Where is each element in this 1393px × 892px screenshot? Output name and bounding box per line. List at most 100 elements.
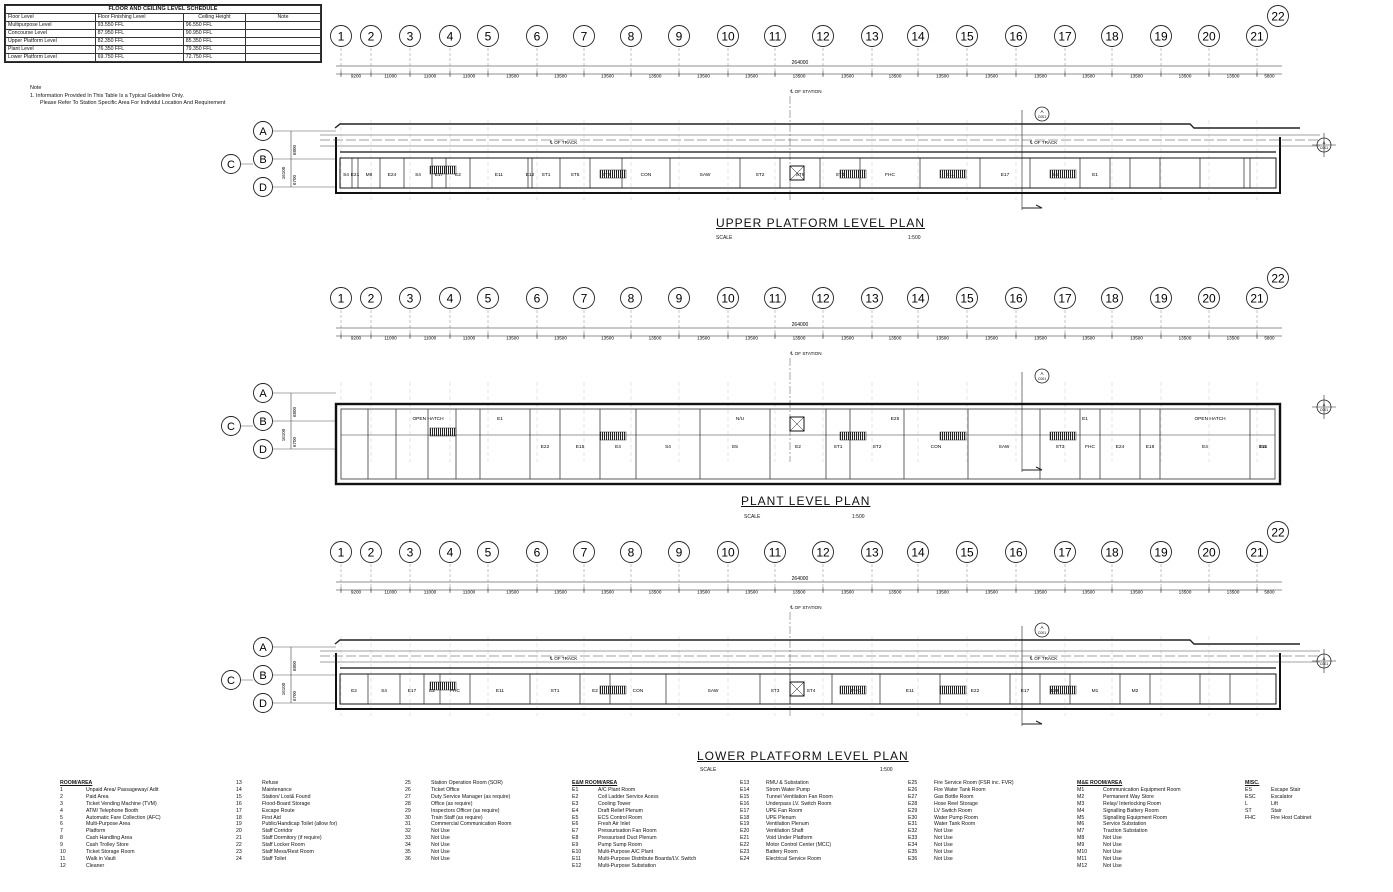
floor-level-schedule: FLOOR AND CEILING LEVEL SCHEDULE Floor L… (4, 4, 322, 63)
legend-label: Fire Service Room (FSR inc. FVR) (934, 780, 1014, 786)
grid-label: 1 (338, 30, 345, 44)
grid-bubble (439, 541, 461, 563)
legend-label: Maintenance (262, 786, 292, 793)
legend-label: Signalling Battery Room (1103, 807, 1159, 814)
rooms-band (339, 157, 1277, 189)
grid-label: 21 (1250, 546, 1264, 560)
legend-code: E9 (572, 842, 579, 849)
room-label: M2 (1132, 688, 1139, 694)
grid-label: 12 (816, 546, 830, 560)
legend-code: M8 (1077, 835, 1085, 842)
legend-code: 13 (236, 780, 242, 786)
legend-heading: M&E ROOM/AREA (1077, 780, 1123, 786)
legend-code: 29 (405, 807, 411, 814)
room-label: ST3 (771, 688, 780, 694)
legend-label: Not Use (934, 855, 953, 862)
room-label: E11 (496, 688, 505, 694)
legend-label: Cooling Tower (598, 800, 631, 807)
grid-bubble (717, 25, 739, 47)
legend-code: E4 (572, 807, 579, 814)
grid-bubble (573, 287, 595, 309)
legend-label: Fire Host Cabinet (1271, 814, 1312, 821)
dimension-value: 13500 (745, 590, 758, 595)
legend-code: E22 (740, 842, 750, 849)
dimension-value: 13500 (697, 74, 710, 79)
room-label: E4 (1202, 444, 1208, 450)
grid-bubble (956, 541, 978, 563)
grid-bubble (1101, 287, 1123, 309)
dimension-value: 13500 (649, 336, 662, 341)
legend-code: E2 (572, 793, 579, 800)
grid-label: 13 (865, 30, 879, 44)
dimension-value: 5800 (1264, 590, 1275, 595)
legend-heading: MISC. (1245, 780, 1260, 786)
stair-hatch (939, 169, 967, 179)
grid-label: 20 (1202, 292, 1216, 306)
dimension-value: 11000 (384, 336, 397, 341)
stair-hatch (429, 165, 457, 175)
legend-label: ATM/ Telephone Booth (86, 807, 139, 814)
legend-label: Not Use (1103, 862, 1122, 869)
dimension-value: 13500 (745, 336, 758, 341)
plan-scale: 1:500 (852, 514, 865, 520)
legend-label: Walk in Vault (86, 855, 116, 862)
legend-label: Platform (86, 828, 106, 835)
stair-hatch (1049, 431, 1077, 441)
stair-hatch (1049, 685, 1077, 695)
legend-label: Not Use (1103, 842, 1122, 849)
side-dimension: 16100 (281, 428, 286, 441)
grid-bubble (253, 177, 273, 197)
legend-label: Public/Handicap Toilet (allow for) (262, 821, 338, 828)
legend-code: ST (1245, 807, 1252, 814)
room-label: E1 (497, 416, 503, 422)
legend-code: 28 (405, 800, 411, 807)
schedule-cell (245, 53, 321, 62)
grid-label: B (259, 670, 266, 682)
station-centerline-label: ℄ OF STATION (789, 605, 821, 610)
grid-label: 20 (1202, 546, 1216, 560)
dimension-value: 13500 (985, 336, 998, 341)
grid-label: 3 (407, 292, 414, 306)
legend-code: 12 (60, 862, 66, 869)
grid-bubble (477, 541, 499, 563)
dimension-value: 13500 (506, 590, 519, 595)
legend-label: Not Use (1103, 855, 1122, 862)
section-marker-ref: C001 (1038, 631, 1046, 635)
grid-bubble (330, 541, 352, 563)
dimension-value: 9200 (351, 74, 362, 79)
grid-bubble (330, 287, 352, 309)
station-centerline-label: ℄ OF STATION (789, 351, 821, 356)
legend-code: 33 (405, 835, 411, 842)
legend-label: Duty Service Manager (as require) (431, 793, 511, 800)
dimension-value: 13500 (1034, 336, 1047, 341)
legend-label: Signalling Equipment Room (1103, 814, 1168, 821)
grid-label: 3 (407, 30, 414, 44)
room-label: E2 (455, 172, 461, 178)
grid-bubble (1005, 541, 1027, 563)
grid-label: C (227, 159, 235, 171)
side-dimension: 6700 (292, 690, 297, 701)
legend-code: ESC (1245, 793, 1256, 800)
dimension-value: 13500 (649, 590, 662, 595)
lift-core (789, 681, 805, 697)
section-marker (1034, 106, 1050, 122)
grid-bubble (1150, 25, 1172, 47)
grid-bubble (1198, 25, 1220, 47)
dimension-value: 13500 (1034, 74, 1047, 79)
grid-label: 21 (1250, 292, 1264, 306)
grid-bubble (764, 25, 786, 47)
legend-code: E36 (908, 855, 918, 862)
dimension-value: 13500 (1179, 590, 1192, 595)
section-marker (1034, 368, 1050, 384)
dimension-value: 13500 (1082, 336, 1095, 341)
dimension-value: 13500 (936, 336, 949, 341)
grid-label: 15 (960, 30, 974, 44)
